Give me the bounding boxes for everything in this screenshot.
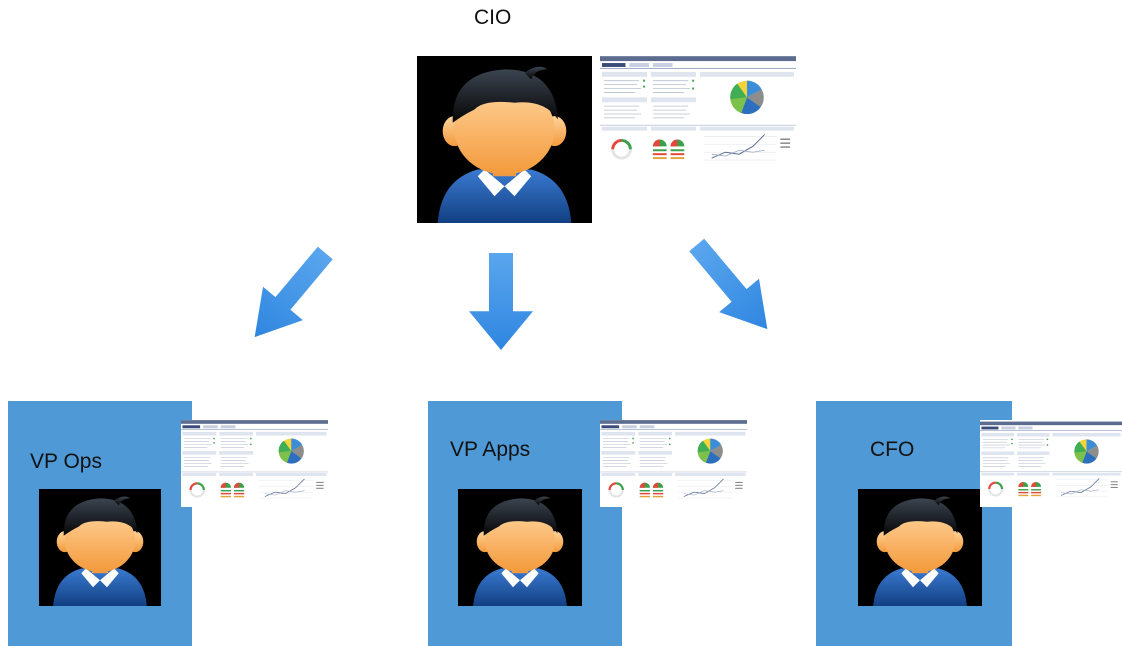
node-label-vp-apps: VP Apps — [450, 438, 531, 461]
cfo-avatar-icon — [858, 489, 982, 606]
down-right-arrow-icon — [677, 228, 788, 346]
vp-apps-dashboard-icon — [600, 420, 747, 507]
cio-dashboard-icon — [600, 56, 796, 172]
down-left-arrow-icon — [235, 236, 346, 354]
vp-ops-avatar-icon — [39, 489, 161, 606]
cio-avatar-icon — [417, 56, 592, 223]
node-label-cfo: CFO — [870, 438, 915, 461]
cfo-dashboard-icon — [980, 420, 1122, 507]
vp-apps-avatar-icon — [458, 489, 582, 606]
vp-ops-dashboard-icon — [181, 420, 328, 507]
node-label-cio: CIO — [474, 6, 512, 29]
node-label-vp-ops: VP Ops — [30, 450, 102, 473]
down-arrow-icon — [469, 253, 533, 350]
